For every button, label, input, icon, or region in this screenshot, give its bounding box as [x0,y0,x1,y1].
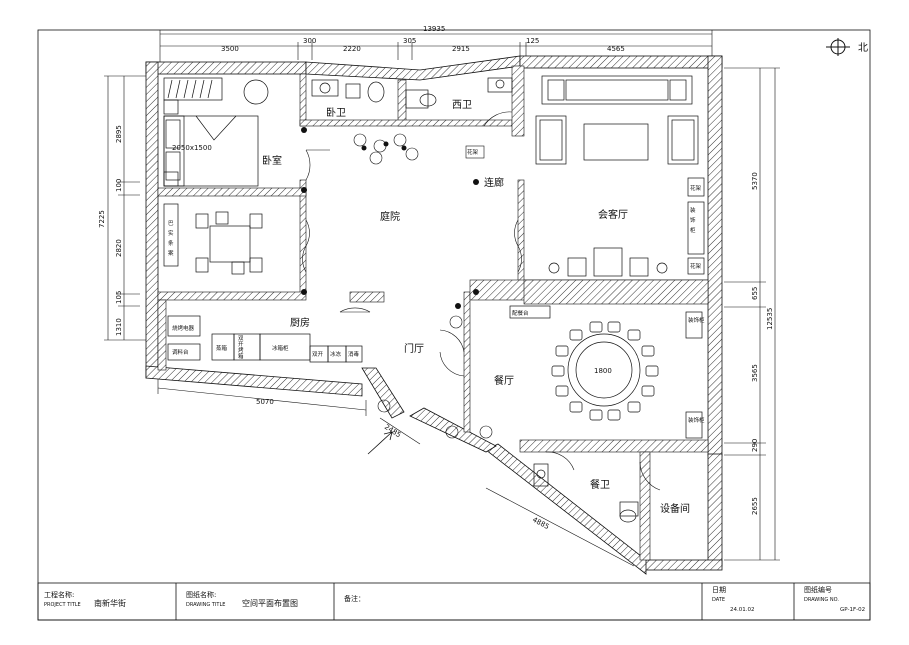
desk-char-3: 条 [168,239,174,247]
double-oven-4: 箱 [238,352,244,360]
dim-top-4: 305 [403,37,416,45]
flower-stand-box [465,145,485,159]
dim-left-2: 100 [115,179,123,192]
living-cabinet-3: 柜 [690,226,696,234]
bedroom-furniture [163,77,269,187]
exterior-walls [145,55,723,575]
bedroom-label: 卧室 [262,154,282,167]
dim-left-total: 7225 [98,210,106,228]
freezer-label: 冰冻 [330,350,342,358]
dim-right-2: 655 [751,287,759,300]
fridge-label: 冰箱柜 [272,344,289,352]
corridor-label: 连廊 [484,176,504,189]
steam-oven-label: 蒸箱 [216,344,228,352]
flower-stand-label: 花架 [467,148,479,156]
dim-top-5: 2915 [452,45,470,53]
entrance-arrow-icon [367,431,393,455]
dining-cabinet-1: 装饰柜 [688,316,705,324]
foyer-plants [377,315,493,439]
living-room-furniture [535,75,705,277]
dim-left-5: 1310 [115,318,123,336]
dim-left-1: 2895 [115,125,123,143]
living-cabinet-1: 装 [690,206,696,214]
kitchen-counters [167,315,363,363]
dim-right-1: 5370 [751,172,759,190]
drawing-title-label-en: DRAWING TITLE [186,602,225,608]
dim-top-1: 3500 [221,45,239,53]
project-title-label-en: PROJECT TITLE [44,602,81,608]
living-flower-label: 花架 [690,262,702,270]
door-swings [302,111,661,491]
dim-top-7: 4565 [607,45,625,53]
dining-cabinet-2: 装饰柜 [688,416,705,424]
north-label: 北 [858,42,868,54]
bath-fixtures [311,77,513,109]
disinfect-label: 消毒 [348,350,360,358]
remarks-label: 备注： [344,594,365,603]
project-title-label: 工程名称: [44,590,74,599]
dim-overall: 13935 [423,25,445,33]
kitchen-appliance-label: 烧烤电器 [172,324,195,332]
drawing-number-value: GP-1F-02 [840,607,865,613]
north-arrow-icon [826,38,850,56]
foyer-label: 门厅 [404,342,424,355]
seasoning-label: 调料台 [172,348,189,356]
bed-size-label: 2050x1500 [172,144,212,152]
desk-char-2: 实 [168,229,174,237]
dim-diag-long: 4885 [531,516,550,531]
dim-right-5: 2655 [751,497,759,515]
dim-left-3: 2820 [115,239,123,257]
dining-label: 餐厅 [494,374,514,387]
right-dimension-lines [724,67,780,561]
date-label-en: DATE [712,597,725,603]
date-label: 日期 [712,586,726,594]
title-block [37,582,871,621]
interior-walls [157,65,709,561]
dim-right-4: 290 [751,439,759,452]
sideboard-label: 配餐台 [512,309,529,317]
bedroom-dining-set [163,203,263,275]
dining-bath-label: 餐卫 [590,478,610,491]
double-oven-1: 双 [238,335,244,342]
dining-bath-fixtures [533,463,639,523]
desk-char-1: 巴 [168,220,174,227]
west-bath-label: 西卫 [452,100,472,111]
diagonal-dimension-lines [157,378,635,567]
date-value: 24.01.02 [730,607,755,613]
column-dots [301,127,479,309]
drawing-number-label-en: DRAWING NO. [804,597,839,603]
courtyard-label: 庭院 [380,210,400,223]
double-oven-2: 开 [238,341,244,348]
dim-top-3: 2220 [343,45,361,53]
living-room-label: 会客厅 [598,208,628,221]
double-oven-3: 烤 [238,346,244,354]
round-table-size: 1800 [594,367,612,375]
double-door-label: 双开 [312,351,324,358]
dim-bottom-left: 5070 [256,398,274,406]
kitchen-label: 厨房 [290,316,310,329]
drawing-title-label: 图纸名称: [186,590,216,599]
dim-top-2: 300 [303,37,316,45]
project-title-value: 南新华街 [94,598,126,608]
equipment-room-label: 设备间 [660,502,690,515]
bed-bath-label: 卧卫 [326,106,346,119]
living-cabinet-2: 饰 [690,216,696,224]
desk-char-4: 案 [168,249,174,257]
dim-diag-short: 2485 [383,423,402,439]
dim-left-4: 105 [115,291,123,304]
dim-right-total: 12535 [766,308,774,330]
dining-furniture [509,305,703,439]
living-side-table-label: 花架 [690,184,702,192]
dim-top-6: 125 [526,37,539,45]
drawing-title-value: 空间平面布置图 [242,598,298,608]
drawing-number-label: 图纸编号 [804,585,832,594]
left-dimension-lines [104,75,146,341]
dim-right-3: 3565 [751,364,759,382]
